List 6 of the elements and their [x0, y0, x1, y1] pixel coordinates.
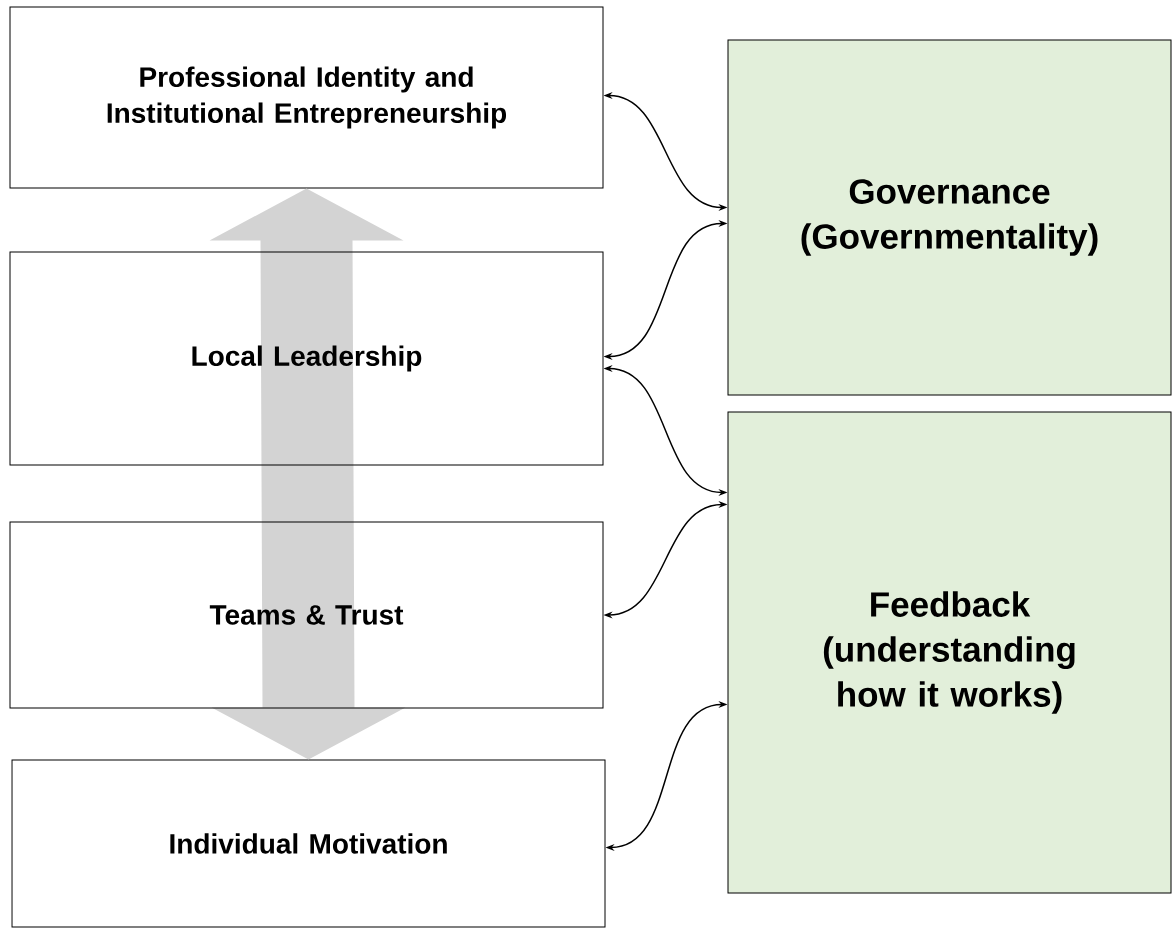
process-box: Teams & Trust [9, 521, 604, 709]
shaded-box: Feedback (understanding how it works) [727, 411, 1172, 894]
shaded-box: Governance (Governmentality) [727, 39, 1172, 396]
process-box: Local Leadership [9, 251, 604, 466]
process-box: Individual Motivation [11, 759, 606, 928]
process-box: Professional Identity and Institutional Entrepreneurship [9, 6, 604, 189]
